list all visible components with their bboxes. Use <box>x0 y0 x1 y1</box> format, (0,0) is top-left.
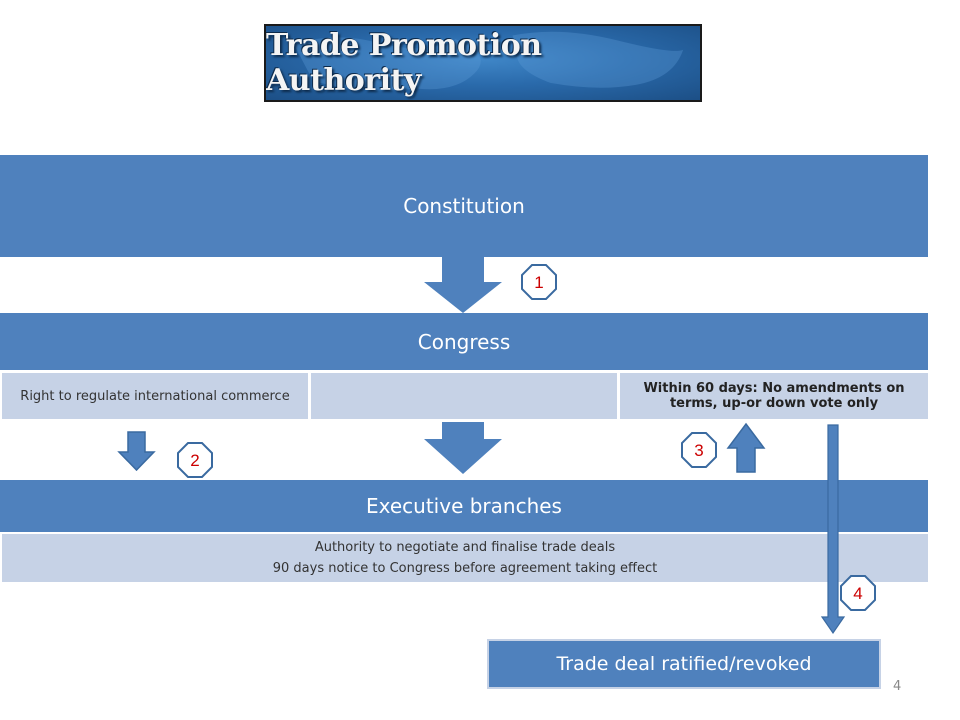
step-number-2: 2 <box>190 451 199 470</box>
executive-line-2: 90 days notice to Congress before agreem… <box>272 561 658 576</box>
world-map-background <box>294 31 684 91</box>
congress-bar: Congress <box>0 313 928 370</box>
step-marker-4: 4 <box>840 575 876 611</box>
congress-left-text: Right to regulate international commerce <box>20 388 290 404</box>
congress-right-cell: Within 60 days: No amendments on terms, … <box>620 373 928 419</box>
step-number-4: 4 <box>853 584 862 603</box>
arrow-constitution-to-congress <box>424 257 502 313</box>
constitution-label: Constitution <box>403 194 525 218</box>
congress-label: Congress <box>417 329 511 354</box>
ratified-label: Trade deal ratified/revoked <box>556 653 812 675</box>
congress-middle-cell <box>311 373 617 419</box>
executive-bar: Executive branches <box>0 480 928 532</box>
arrow-down-to-result <box>820 424 846 635</box>
arrow-up-right <box>726 422 766 473</box>
step-marker-3: 3 <box>681 432 717 468</box>
ratified-box: Trade deal ratified/revoked <box>487 639 881 689</box>
step-number-1: 1 <box>534 273 543 292</box>
page-number: 4 <box>893 679 902 694</box>
executive-detail: Authority to negotiate and finalise trad… <box>0 532 930 584</box>
constitution-bar: Constitution <box>0 155 928 257</box>
executive-label: Executive branches <box>366 494 562 518</box>
page-title: Trade Promotion Authority <box>266 28 542 98</box>
arrow-congress-to-executive <box>424 422 502 474</box>
congress-detail-row: Right to regulate international commerce… <box>0 370 930 422</box>
arrow-down-left <box>117 431 156 472</box>
step-marker-1: 1 <box>521 264 557 300</box>
step-number-3: 3 <box>694 441 703 460</box>
congress-left-cell: Right to regulate international commerce <box>2 373 308 419</box>
congress-right-text: Within 60 days: No amendments on terms, … <box>643 381 905 411</box>
step-marker-2: 2 <box>177 442 213 478</box>
executive-line-1: Authority to negotiate and finalise trad… <box>314 540 616 555</box>
title-banner: Trade Promotion Authority <box>264 24 702 102</box>
